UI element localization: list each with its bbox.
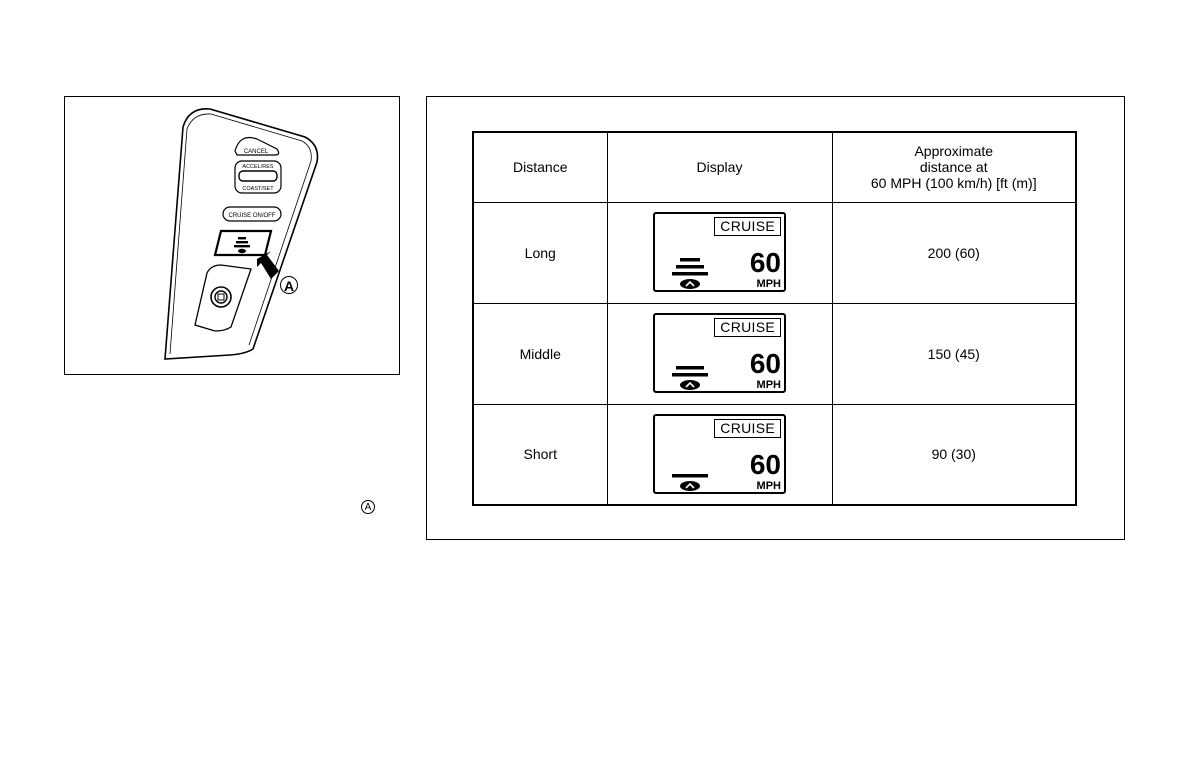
header-approx-distance: Approximate distance at 60 MPH (100 km/h… [832, 132, 1076, 202]
cruise-onoff-label: CRUISE ON/OFF [228, 213, 275, 219]
margin-callout-a: A [361, 500, 375, 514]
distance-bar [676, 265, 704, 269]
row-distance: Long [473, 202, 607, 303]
header-approx-line-3: 60 MPH (100 km/h) [ft (m)] [833, 175, 1076, 191]
own-vehicle-icon [680, 279, 700, 289]
lcd-unit: MPH [757, 278, 781, 290]
coast-set-label: COAST/SET [242, 186, 274, 192]
lcd-cruise-label: CRUISE [714, 419, 781, 438]
distance-bar [680, 258, 700, 262]
header-distance: Distance [473, 132, 607, 202]
row-approx-distance: 200 (60) [832, 202, 1076, 303]
table-row: Middle CRUISE 60 MPH 150 (45) [473, 303, 1076, 404]
own-vehicle-icon [680, 380, 700, 390]
lcd-speed: 60 [750, 451, 781, 479]
distance-bar [676, 366, 704, 370]
row-display: CRUISE 60 MPH [607, 404, 832, 505]
lcd-unit: MPH [757, 480, 781, 492]
row-distance: Short [473, 404, 607, 505]
cruise-button-icon [211, 287, 231, 307]
table-header-row: Distance Display Approximate distance at… [473, 132, 1076, 202]
switch-panel-illustration: CANCEL ACCEL/RES COAST/SET CRUISE ON/OFF [65, 97, 399, 374]
header-approx-line-2: distance at [833, 159, 1076, 175]
header-display: Display [607, 132, 832, 202]
switch-panel-figure: CANCEL ACCEL/RES COAST/SET CRUISE ON/OFF… [64, 96, 400, 375]
accel-res-label: ACCEL/RES [242, 164, 274, 170]
distance-bar [672, 474, 708, 478]
row-display: CRUISE 60 MPH [607, 303, 832, 404]
lcd-display: CRUISE 60 MPH [653, 414, 786, 494]
lcd-cruise-label: CRUISE [714, 217, 781, 236]
own-vehicle-icon [680, 481, 700, 491]
distance-table-figure: Distance Display Approximate distance at… [426, 96, 1125, 540]
table-row: Long CRUISE 60 MPH 200 (60) [473, 202, 1076, 303]
row-distance: Middle [473, 303, 607, 404]
lcd-speed: 60 [750, 249, 781, 277]
lcd-display: CRUISE 60 MPH [653, 313, 786, 393]
distance-bar [672, 373, 708, 377]
lcd-speed: 60 [750, 350, 781, 378]
row-display: CRUISE 60 MPH [607, 202, 832, 303]
callout-a-label: A [280, 276, 298, 294]
distance-bars-icon [667, 244, 717, 290]
row-approx-distance: 90 (30) [832, 404, 1076, 505]
header-approx-line-1: Approximate [833, 143, 1076, 159]
distance-bars-icon [667, 345, 717, 391]
lcd-display: CRUISE 60 MPH [653, 212, 786, 292]
lcd-cruise-label: CRUISE [714, 318, 781, 337]
cancel-switch-label: CANCEL [244, 149, 269, 155]
distance-table: Distance Display Approximate distance at… [472, 131, 1077, 506]
lcd-unit: MPH [757, 379, 781, 391]
distance-bar [672, 272, 708, 276]
distance-bars-icon [667, 446, 717, 492]
table-row: Short CRUISE 60 MPH 90 (30) [473, 404, 1076, 505]
row-approx-distance: 150 (45) [832, 303, 1076, 404]
